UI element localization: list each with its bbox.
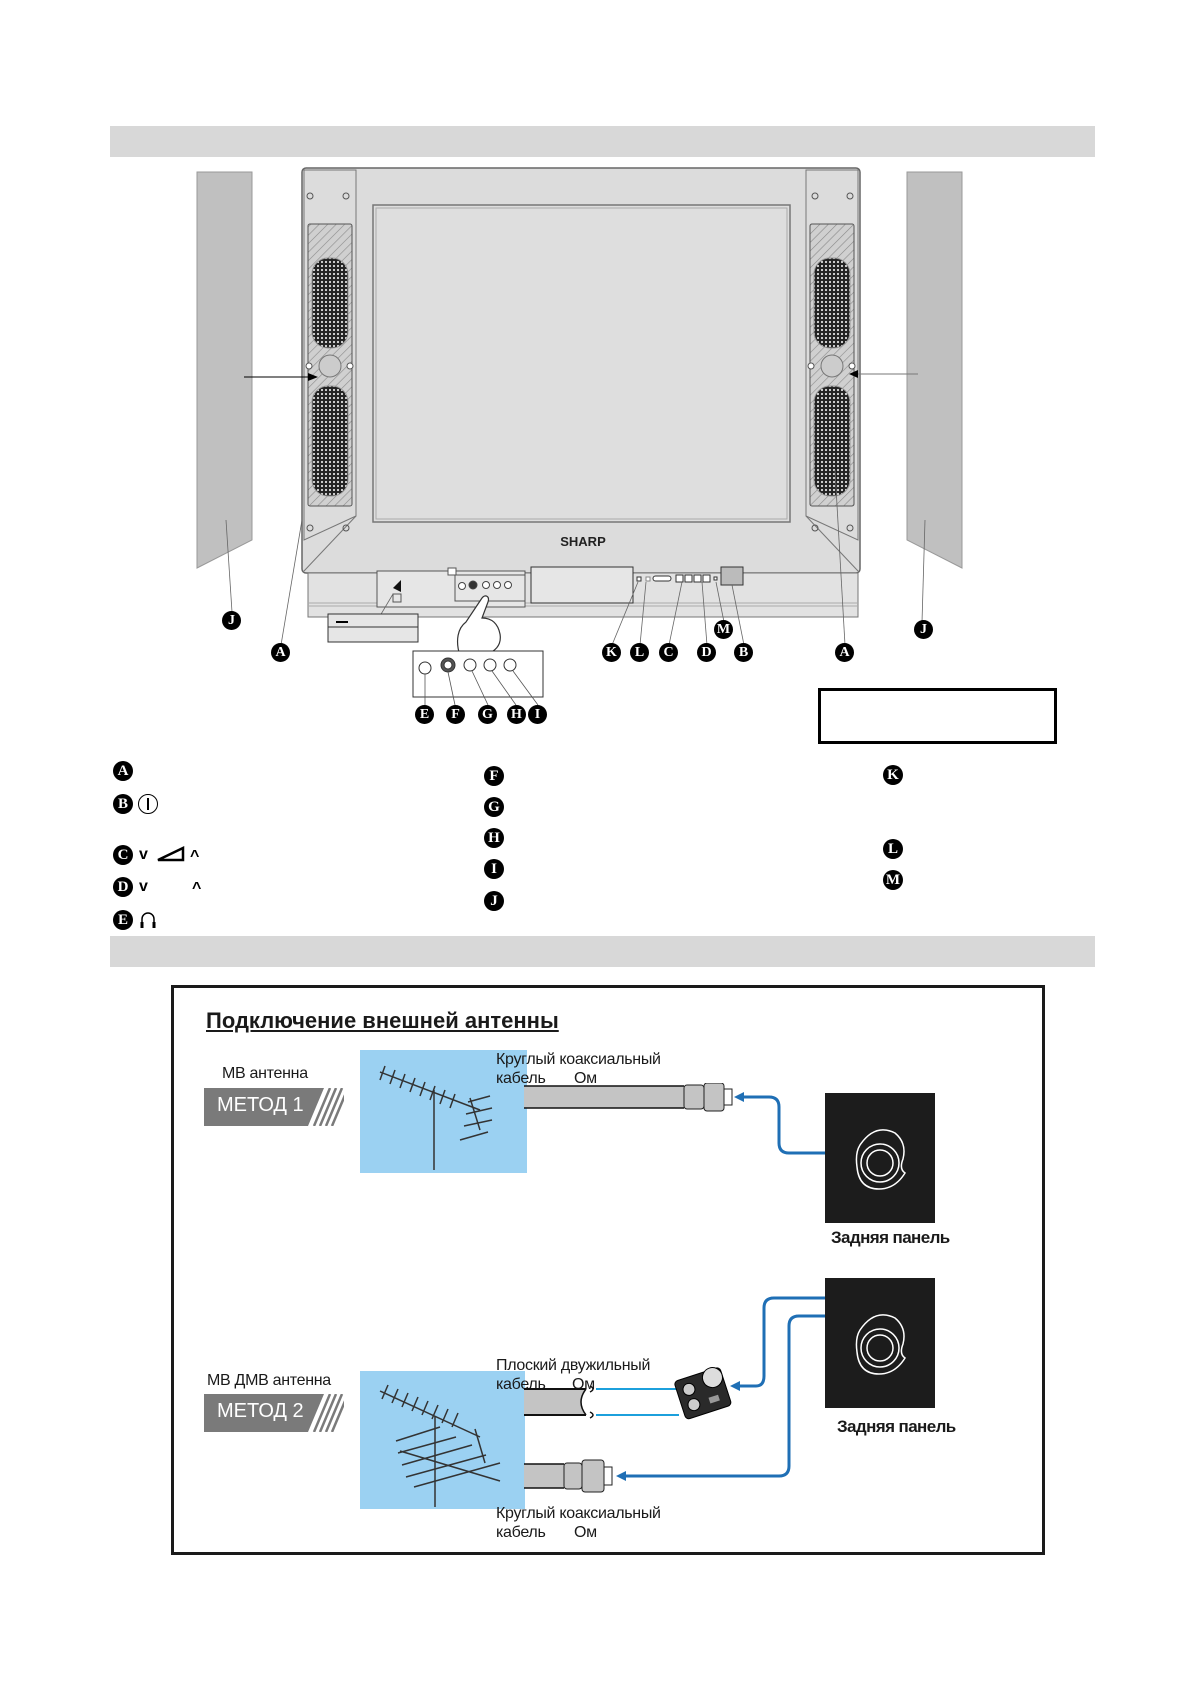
method1-cable-ohm: Ом (574, 1070, 597, 1087)
channel-down-icon: v (139, 878, 148, 895)
antenna-socket-icon (855, 1314, 907, 1375)
callout-b: B (734, 643, 753, 662)
callout-j-left: J (222, 611, 241, 630)
right-speaker (807, 223, 856, 507)
tv-front-diagram: SHARP (196, 167, 963, 706)
note-box (818, 688, 1057, 744)
method1-antenna-label: МВ антенна (222, 1065, 308, 1082)
legend-marker-m: M (883, 870, 903, 890)
section-header-bar-connections (110, 936, 1095, 967)
pointing-hand-icon (456, 595, 501, 657)
method1-rear-panel-label: Задняя панель (831, 1228, 950, 1247)
power-button-shape (720, 566, 744, 586)
method2-coax-cable-ohm: Ом (574, 1524, 597, 1541)
method1-cable-label-line1: Круглый коаксиальный (496, 1051, 661, 1068)
method2-antenna-label: МВ ДМВ антенна (207, 1372, 331, 1389)
callout-f: F (446, 705, 465, 724)
method1-cable-connection (524, 1083, 854, 1158)
callout-j-right: J (914, 620, 933, 639)
yagi-antenna-icon (379, 1065, 493, 1170)
method1-badge (204, 1088, 344, 1126)
method2-coax-cable-label-line2: кабель (496, 1524, 546, 1541)
callout-a-left: A (271, 643, 290, 662)
volume-down-icon: v (139, 846, 148, 863)
method2-badge (204, 1394, 344, 1432)
antenna-connection-panel: Подключение внешней антенны МВ антенна М… (171, 985, 1045, 1555)
antenna-socket-icon (855, 1129, 907, 1190)
method2-rear-panel-label: Задняя панель (837, 1417, 956, 1436)
power-icon (138, 794, 158, 814)
section-title: Подключение внешней антенны (206, 1008, 559, 1033)
legend-marker-a: A (113, 761, 133, 781)
method2-cable-connections (524, 1293, 854, 1493)
callout-d: D (697, 643, 716, 662)
method2-label: МЕТОД 2 (217, 1400, 304, 1422)
headphones-icon (140, 912, 156, 928)
legend-marker-b: B (113, 794, 133, 814)
legend-marker-h: H (484, 828, 504, 848)
right-speaker-stand (906, 171, 963, 569)
method2-antenna-image (360, 1371, 525, 1509)
drawer-compartment (327, 613, 419, 643)
legend-marker-j: J (484, 891, 504, 911)
method2-coax-cable-label-line1: Круглый коаксиальный (496, 1505, 661, 1522)
method2-flat-cable-label-line1: Плоский двужильный (496, 1357, 651, 1374)
method1-cable-label-line2: кабель (496, 1070, 546, 1087)
legend-marker-k: K (883, 765, 903, 785)
legend-marker-f: F (484, 766, 504, 786)
tv-screen (372, 204, 791, 523)
callout-k: K (602, 643, 621, 662)
callout-h: H (507, 705, 526, 724)
legend-marker-g: G (484, 797, 504, 817)
brand-logo: SHARP (560, 534, 606, 549)
legend-marker-l: L (883, 839, 903, 859)
callout-i: I (528, 705, 547, 724)
left-speaker-stand (196, 171, 253, 569)
volume-up-icon: ^ (190, 848, 200, 865)
callout-l: L (630, 643, 649, 662)
uhf-vhf-antenna-icon (379, 1384, 501, 1507)
method2-rear-panel (825, 1278, 935, 1408)
legend-marker-d: D (113, 877, 133, 897)
left-speaker (305, 223, 354, 507)
legend-marker-c: C (113, 845, 133, 865)
callout-a-right: A (835, 643, 854, 662)
front-av-panel (412, 650, 544, 698)
callout-m: M (714, 620, 733, 639)
method1-antenna-image (360, 1050, 527, 1173)
balun-adapter-icon (674, 1367, 732, 1420)
callout-g: G (478, 705, 497, 724)
legend-marker-e: E (113, 910, 133, 930)
method1-rear-panel (825, 1093, 935, 1223)
callout-c: C (659, 643, 678, 662)
section-header-bar-controls (110, 126, 1095, 157)
legend-marker-i: I (484, 859, 504, 879)
callout-e: E (415, 705, 434, 724)
method1-label: МЕТОД 1 (217, 1094, 304, 1116)
channel-up-icon: ^ (192, 880, 202, 897)
volume-icon (157, 846, 185, 862)
